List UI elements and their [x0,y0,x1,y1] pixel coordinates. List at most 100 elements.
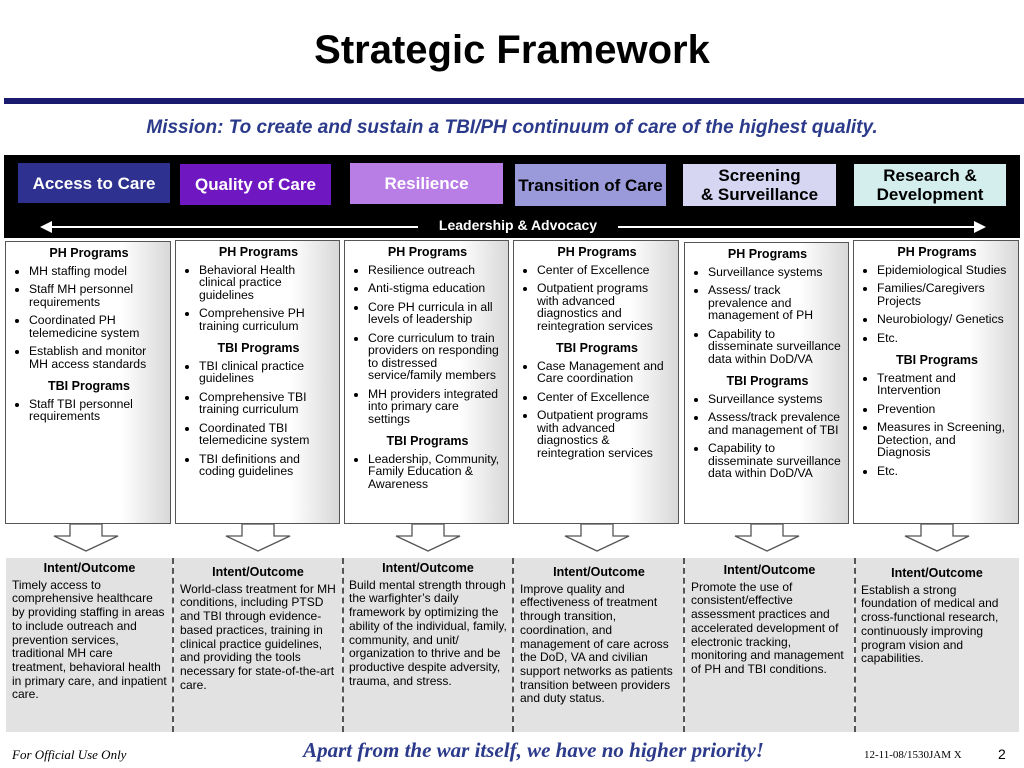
tbi-programs-list: Treatment and InterventionPreventionMeas… [862,371,1012,478]
ph-program-item: Assess/ track prevalence and management … [708,284,842,322]
footer-document-id: 12-11-08/1530JAM X [864,749,962,761]
tbi-programs-list: TBI clinical practice guidelinesComprehe… [184,359,333,478]
tbi-program-item: Staff TBI personnel requirements [29,397,164,423]
tbi-program-item: Coordinated TBI telemedicine system [199,421,333,447]
tbi-program-item: TBI clinical practice guidelines [199,359,333,385]
column-research-development: PH ProgramsEpidemiological StudiesFamili… [853,240,1019,524]
header-label: Transition of Care [518,175,663,195]
tbi-programs-list: Leadership, Community, Family Education … [353,452,502,491]
ph-programs-list: Center of ExcellenceOutpatient programs … [522,263,672,333]
outcome-heading: Intent/Outcome [723,563,816,577]
ph-program-item: Neurobiology/ Genetics [877,313,1012,326]
mission-statement: Mission: To create and sustain a TBI/PH … [146,117,878,138]
ph-programs-heading: PH Programs [49,246,129,260]
ph-program-item: MH staffing model [29,264,164,278]
outcome-text: Promote the use of consistent/effective … [691,579,844,676]
ph-programs-heading: PH Programs [218,245,299,259]
tbi-program-item: Surveillance systems [708,392,842,406]
arrowhead-right-icon [974,221,986,233]
footer-priority-statement: Apart from the war itself, we have no hi… [303,738,764,762]
header-quality-of-care: Quality of Care [180,164,331,205]
ph-program-item: Epidemiological Studies [877,263,1012,277]
ph-programs-heading: PH Programs [557,245,637,259]
column-quality-of-care: PH ProgramsBehavioral Health clinical pr… [175,240,340,524]
ph-program-item: Etc. [877,331,1012,345]
ph-program-item: Comprehensive PH training curriculum [199,307,333,332]
tbi-program-item: Outpatient programs with advanced diagno… [537,409,672,459]
tbi-program-item: Treatment and Intervention [877,371,1012,397]
outcome-heading: Intent/Outcome [212,565,304,579]
tbi-programs-list: Surveillance systemsAssess/track prevale… [693,392,842,480]
header-label: Research & Development [876,166,984,204]
outcome-divider [342,558,344,732]
column-resilience: PH ProgramsResilience outreachAnti-stigm… [344,240,509,524]
outcome-divider [172,558,174,732]
outcome-text: Establish a strong foundation of medical… [861,582,999,666]
outcome-heading: Intent/Outcome [553,565,645,579]
outcome-text: Timely access to comprehensive healthcar… [12,577,167,702]
outcome-heading: Intent/Outcome [891,566,983,580]
header-research-development: Research & Development [854,164,1006,206]
ph-program-item: Capability to disseminate surveillance d… [708,327,842,366]
header-label: Access to Care [32,173,156,193]
ph-programs-list: MH staffing modelStaff MH personnel requ… [14,264,164,371]
ph-program-item: Core curriculum to train providers on re… [368,331,502,382]
ph-program-item: Behavioral Health clinical practice guid… [199,263,333,302]
ph-programs-heading: PH Programs [727,247,808,261]
page-title: Strategic Framework [314,28,710,72]
tbi-program-item: Center of Excellence [537,390,672,404]
ph-programs-heading: PH Programs [897,245,977,259]
outcome-text: Build mental strength through the warfig… [349,577,507,688]
ph-program-item: Anti-stigma education [368,282,502,295]
tbi-program-item: Measures in Screening, Detection, and Di… [877,421,1012,459]
column-transition-of-care: PH ProgramsCenter of ExcellenceOutpatien… [513,240,679,524]
tbi-programs-heading: TBI Programs [726,374,809,388]
page-number: 2 [998,746,1006,762]
header-screening-surveillance: Screening & Surveillance [683,164,836,206]
outcome-divider [854,558,856,732]
ph-programs-heading: PH Programs [387,245,468,259]
tbi-program-item: Capability to disseminate surveillance d… [708,442,842,480]
ph-program-item: MH providers integrated into primary car… [368,387,502,426]
ph-programs-list: Resilience outreachAnti-stigma education… [353,263,502,426]
tbi-program-item: Leadership, Community, Family Education … [368,452,502,491]
ph-program-item: Surveillance systems [708,265,842,279]
outcome-heading: Intent/Outcome [382,561,474,575]
header-label: Resilience [384,174,469,193]
arrowhead-left-icon [40,221,52,233]
header-label: Quality of Care [195,175,316,194]
tbi-programs-list: Staff TBI personnel requirements [14,397,164,423]
ph-program-item: Center of Excellence [537,263,672,277]
outcome-divider [683,558,685,732]
outcome-heading: Intent/Outcome [43,561,136,575]
ph-programs-list: Surveillance systemsAssess/ track preval… [693,265,842,366]
title-rule [4,98,1024,104]
tbi-programs-heading: TBI Programs [217,341,300,355]
tbi-programs-heading: TBI Programs [386,434,469,448]
outcome-text: Improve quality and effectiveness of tre… [520,581,673,706]
tbi-program-item: Comprehensive TBI training curriculum [199,390,333,416]
tbi-program-item: Assess/track prevalence and management o… [708,411,842,436]
leadership-advocacy-label: Leadership & Advocacy [418,217,618,233]
ph-program-item: Outpatient programs with advanced diagno… [537,282,672,332]
header-transition-of-care: Transition of Care [515,164,666,206]
tbi-program-item: TBI definitions and coding guidelines [199,452,333,478]
tbi-programs-heading: TBI Programs [896,353,978,367]
tbi-program-item: Case Management and Care coordination [537,359,672,385]
header-resilience: Resilience [350,163,503,204]
ph-program-item: Staff MH personnel requirements [29,283,164,308]
header-label: Screening & Surveillance [700,166,819,204]
tbi-programs-list: Case Management and Care coordinationCen… [522,359,672,460]
header-access-to-care: Access to Care [18,163,170,203]
outcome-divider [512,558,514,732]
ph-programs-list: Behavioral Health clinical practice guid… [184,263,333,333]
ph-program-item: Coordinated PH telemedicine system [29,314,164,339]
column-access-to-care: PH Programs MH staffing modelStaff MH per… [5,241,171,524]
column-screening-surveillance: PH ProgramsSurveillance systemsAssess/ t… [684,242,849,524]
ph-program-item: Families/Caregivers Projects [877,282,1012,307]
